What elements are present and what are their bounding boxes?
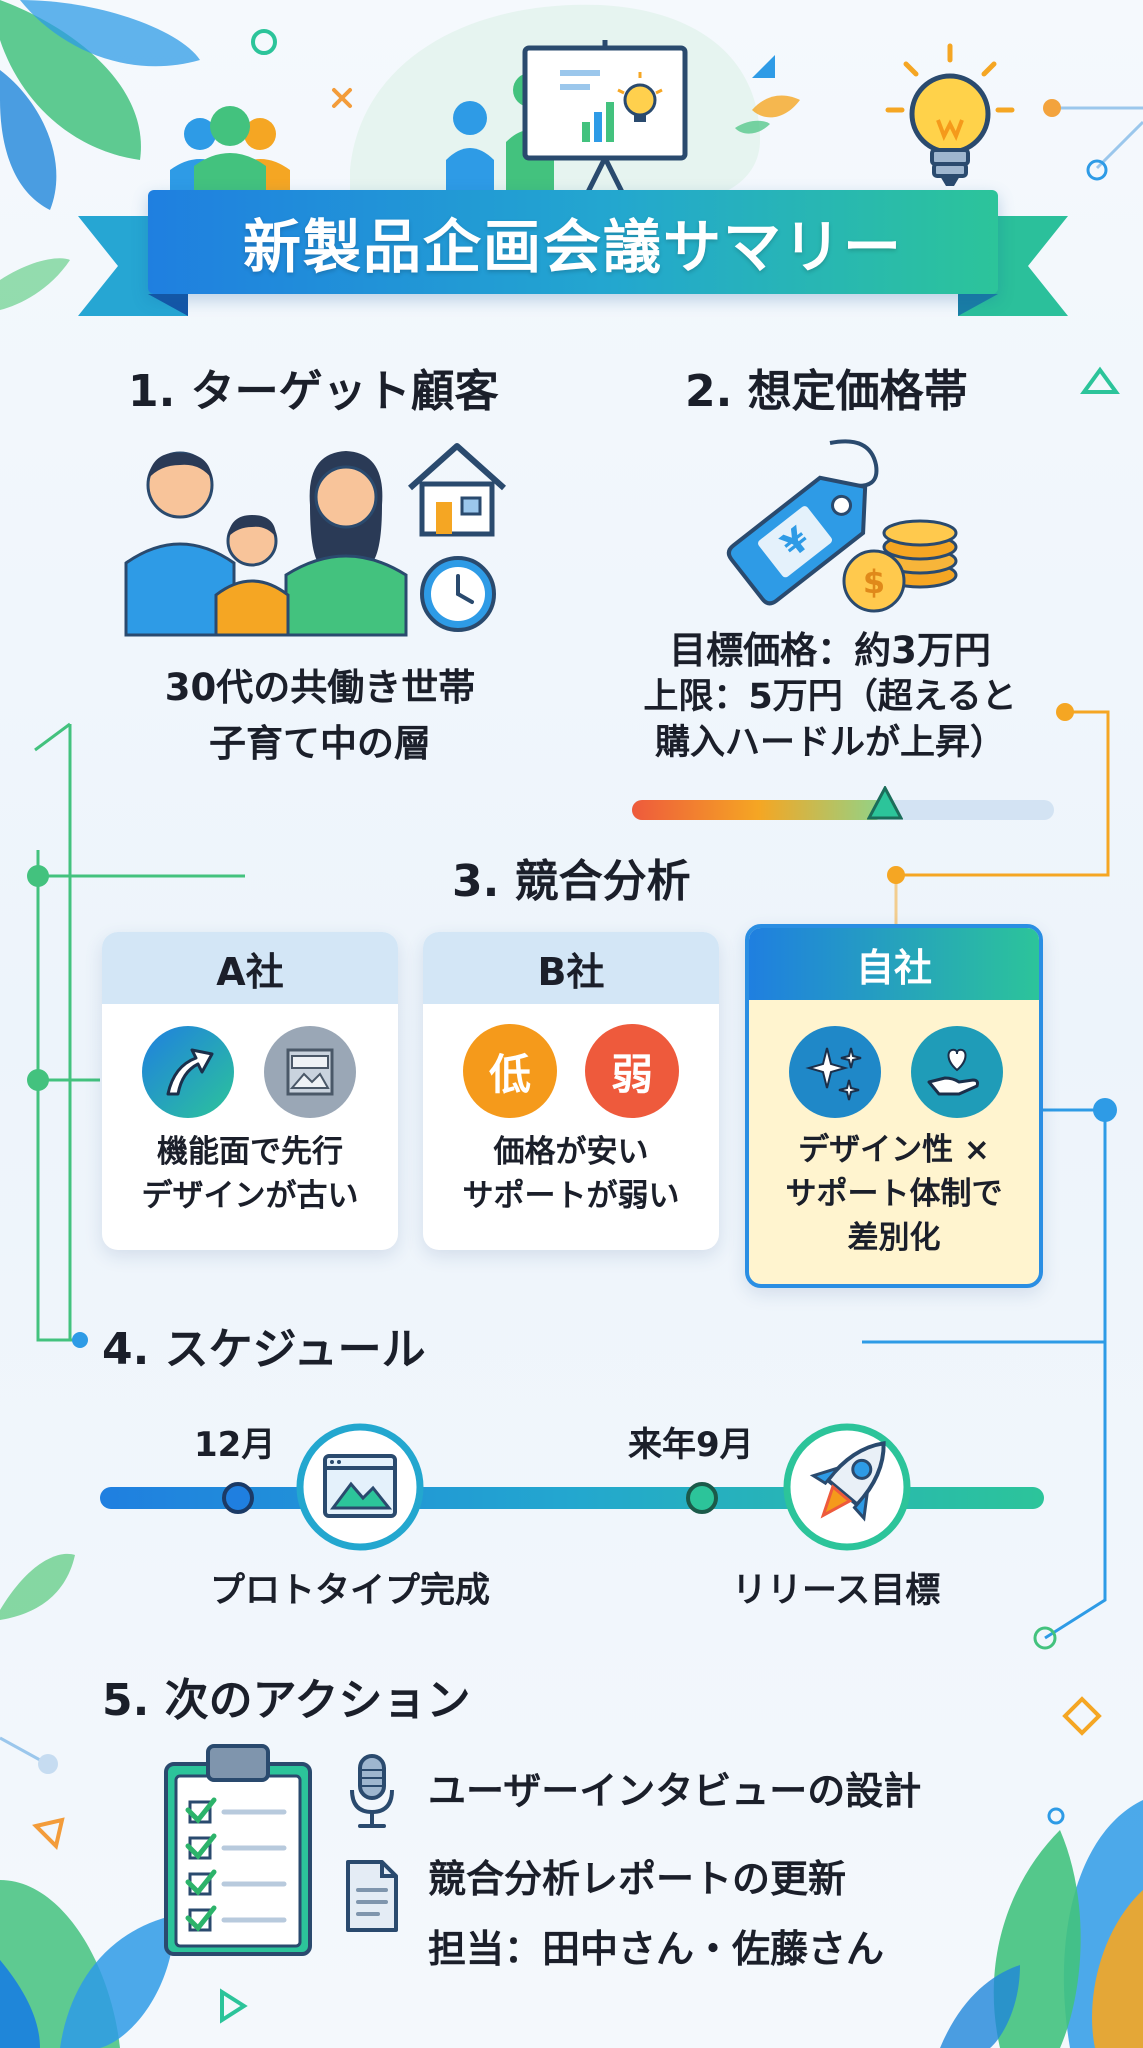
growth-arrow-icon bbox=[142, 1026, 234, 1118]
presentation-board-icon bbox=[506, 40, 688, 210]
target-description: 30代の共働き世帯 子育て中の層 bbox=[120, 660, 520, 772]
house-icon bbox=[408, 443, 506, 537]
price-target: 目標価格：約3万円 bbox=[669, 629, 991, 672]
price-range-bar bbox=[632, 786, 1054, 820]
action-owner: 担当：田中さん・佐藤さん bbox=[428, 1927, 885, 1971]
title-ribbon: 新製品企画会議サマリー bbox=[78, 186, 1068, 326]
price-target-marker-icon bbox=[867, 786, 904, 820]
action-item-1: ユーザーインタビューの設計 bbox=[428, 1769, 922, 1813]
milestone-date-1: 12月 bbox=[194, 1425, 276, 1465]
microphone-icon bbox=[350, 1754, 394, 1828]
team-people-icon bbox=[170, 101, 494, 200]
milestone-date-2: 来年9月 bbox=[628, 1425, 754, 1465]
own-company-notes: デザイン性 × サポート体制で 差別化 bbox=[749, 1128, 1039, 1260]
milestone-label-2: リリース目標 bbox=[732, 1571, 941, 1611]
competitor-notes: 機能面で先行 デザインが古い bbox=[102, 1130, 398, 1218]
competitor-note-line: デザインが古い bbox=[141, 1178, 359, 1214]
timeline-dot-2 bbox=[686, 1482, 718, 1514]
milestone-label-1: プロトタイプ完成 bbox=[210, 1571, 491, 1611]
section-target-heading: 1. ターゲット顧客 bbox=[128, 366, 499, 417]
competitor-card-b: B社 低 弱 価格が安い サポートが弱い bbox=[423, 932, 719, 1250]
section-actions-heading: 5. 次のアクション bbox=[102, 1675, 471, 1726]
price-description: 目標価格：約3万円 上限：5万円（超えると 購入ハードルが上昇） bbox=[620, 628, 1040, 766]
page-title: 新製品企画会議サマリー bbox=[242, 213, 903, 281]
competitor-name: B社 bbox=[423, 932, 719, 1004]
competitor-notes: 価格が安い サポートが弱い bbox=[423, 1130, 719, 1218]
family-icon bbox=[124, 451, 408, 637]
own-company-name: 自社 bbox=[749, 928, 1039, 1000]
leaf-icon-bottom-right bbox=[940, 1800, 1143, 2048]
competitor-name: A社 bbox=[102, 932, 398, 1004]
competitor-note-line: サポートが弱い bbox=[462, 1178, 680, 1214]
clock-icon bbox=[420, 556, 496, 632]
own-company-card: 自社 デザイン性 × サポート体制で 差別化 bbox=[745, 924, 1043, 1288]
heart-hand-icon bbox=[911, 1026, 1003, 1118]
section-price-heading: 2. 想定価格帯 bbox=[685, 366, 968, 417]
target-line-2: 子育て中の層 bbox=[209, 722, 431, 765]
own-note-line: サポート体制で bbox=[785, 1176, 1003, 1212]
price-tag-icon: ¥ $ bbox=[726, 439, 958, 613]
competitor-note-line: 価格が安い bbox=[493, 1134, 649, 1170]
leaf-icon-bottom-left bbox=[0, 1880, 175, 2048]
section-competition-heading: 3. 競合分析 bbox=[452, 856, 691, 907]
weak-support-badge: 弱 bbox=[585, 1024, 679, 1118]
action-item-2: 競合分析レポートの更新 bbox=[428, 1857, 847, 1901]
leaf-icon bbox=[0, 0, 200, 310]
prototype-icon bbox=[296, 1423, 424, 1551]
price-range-fill bbox=[632, 800, 886, 820]
target-line-1: 30代の共働き世帯 bbox=[164, 666, 476, 709]
section-schedule-heading: 4. スケジュール bbox=[102, 1324, 426, 1375]
competitor-note-line: 機能面で先行 bbox=[157, 1134, 343, 1170]
own-note-line: 差別化 bbox=[847, 1220, 941, 1256]
price-limit-1: 上限：5万円（超えると bbox=[643, 677, 1017, 717]
lightbulb-icon bbox=[885, 43, 1015, 186]
document-icon bbox=[346, 1860, 398, 1932]
timeline-dot-1 bbox=[222, 1482, 254, 1514]
competitor-card-a: A社 機能面で先行 デザインが古い bbox=[102, 932, 398, 1250]
low-price-badge: 低 bbox=[463, 1024, 557, 1118]
checklist-clipboard-icon bbox=[164, 1744, 312, 1956]
price-limit-2: 購入ハードルが上昇） bbox=[654, 723, 1005, 763]
sparkles-icon bbox=[789, 1026, 881, 1118]
coin-glyph: $ bbox=[863, 563, 885, 601]
rocket-icon bbox=[783, 1423, 911, 1551]
own-note-line: デザイン性 × bbox=[798, 1132, 990, 1168]
outdated-design-icon bbox=[264, 1026, 356, 1118]
